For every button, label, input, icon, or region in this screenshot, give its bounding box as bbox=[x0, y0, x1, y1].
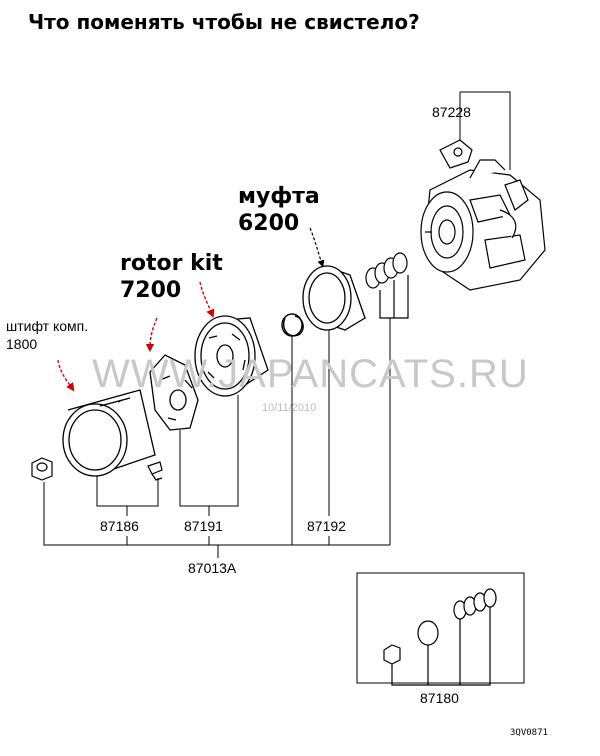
part-number-cover: 87186 bbox=[100, 518, 139, 534]
pin-name: штифт комп. bbox=[6, 318, 89, 334]
pin-price: 1800 bbox=[6, 336, 38, 352]
leader-lines bbox=[43, 318, 391, 558]
armature-plate bbox=[149, 354, 199, 431]
bolt bbox=[147, 461, 163, 481]
bracket-leader bbox=[459, 91, 511, 170]
nut bbox=[31, 457, 53, 481]
clutch-annotation: муфта 6200 bbox=[238, 183, 320, 237]
part-number-bracket: 87228 bbox=[432, 104, 471, 120]
clutch-price: 6200 bbox=[238, 211, 300, 236]
snap-ring bbox=[281, 313, 304, 337]
rotor-kit-annotation: rotor kit 7200 bbox=[120, 250, 223, 304]
plate-arrow bbox=[145, 317, 158, 353]
rotor-kit-name: rotor kit bbox=[120, 251, 223, 276]
repair-kit-box bbox=[356, 572, 525, 684]
part-number-assembly: 87013A bbox=[188, 560, 237, 576]
rotor-kit-arrow bbox=[199, 281, 215, 318]
rotor bbox=[194, 315, 269, 397]
page-title: Что поменять чтобы не свистело? bbox=[28, 10, 420, 34]
diagram-code: 3QV0871 bbox=[510, 728, 548, 738]
shims bbox=[365, 252, 409, 319]
part-number-pulley: 87192 bbox=[307, 518, 346, 534]
part-number-repair-kit: 87180 bbox=[420, 690, 459, 706]
pin-annotation: штифт комп. 1800 bbox=[6, 317, 88, 353]
pin-arrow bbox=[57, 359, 75, 392]
watermark: WWW.JAPANCATS.RU bbox=[92, 352, 529, 396]
cover bbox=[62, 389, 156, 477]
part-number-plate: 87191 bbox=[184, 518, 223, 534]
pulley bbox=[302, 265, 366, 331]
repair-kit-parts bbox=[383, 588, 497, 686]
rotor-kit-price: 7200 bbox=[120, 278, 182, 303]
compressor bbox=[420, 139, 546, 291]
clutch-name: муфта bbox=[238, 184, 320, 209]
date-stamp: 10/11/2010 bbox=[262, 402, 317, 414]
